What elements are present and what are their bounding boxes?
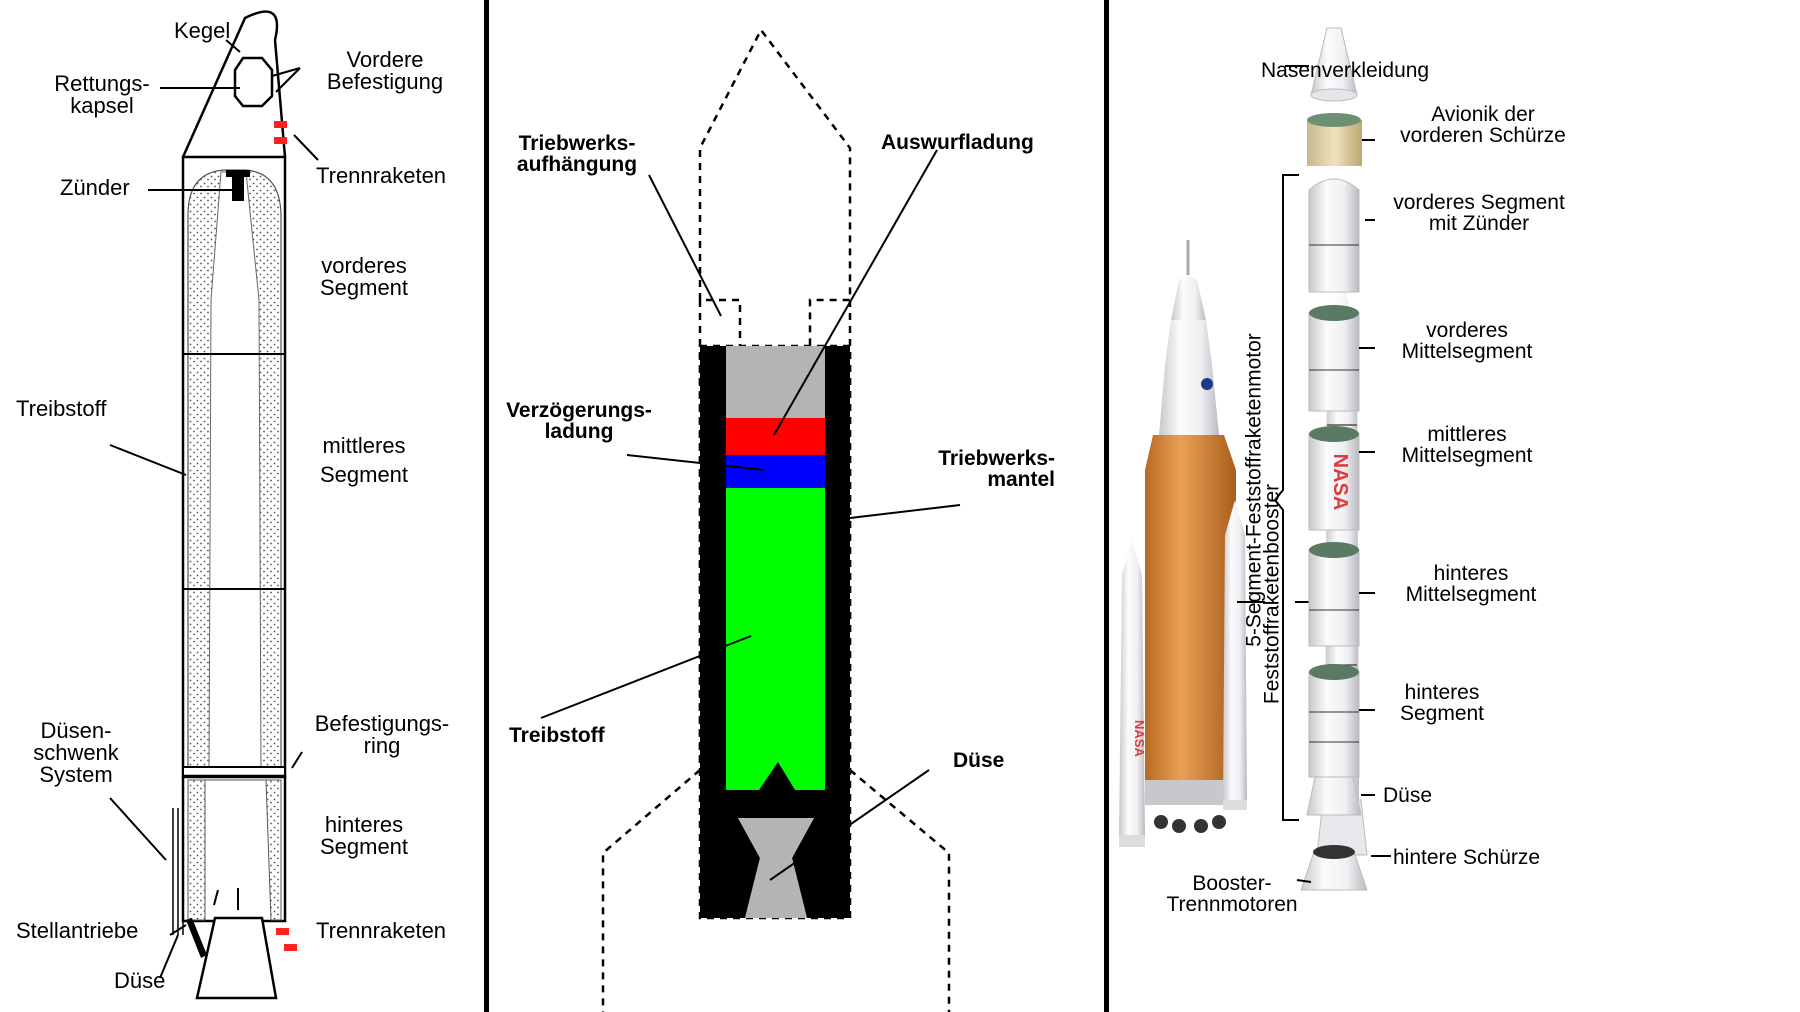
separation-rocket bbox=[276, 928, 289, 935]
label-stellantriebe: Stellantriebe bbox=[16, 918, 139, 943]
ejection-charge bbox=[726, 418, 825, 455]
label-booster-vertical: Feststoffraketenbooster bbox=[1260, 483, 1284, 705]
divider-right bbox=[1104, 0, 1109, 1012]
label-kegel: Kegel bbox=[174, 18, 231, 43]
part-nozzle bbox=[1306, 776, 1362, 816]
label-duese-right: Düse bbox=[1383, 784, 1433, 807]
part-center-center bbox=[1308, 433, 1360, 531]
escape-capsule bbox=[233, 56, 274, 108]
actuator bbox=[186, 918, 207, 958]
rocket-outline-dashed bbox=[601, 27, 951, 1012]
label-nasenverkleidung: Nasenverkleidung bbox=[1261, 59, 1430, 82]
label-booster-trennmotoren: Booster-Trennmotoren bbox=[1166, 872, 1298, 916]
svg-text:NASA: NASA bbox=[1132, 720, 1147, 757]
panel-middle-engine-section: Triebwerks-aufhängung Auswurfladung Verz… bbox=[489, 0, 1104, 1012]
middle-engine-diagram bbox=[540, 27, 961, 1012]
separation-rocket bbox=[274, 137, 287, 144]
panel-right-sls-booster: NASA NASA bbox=[1109, 0, 1800, 1012]
nozzle-shape bbox=[195, 916, 278, 1000]
motor-bracket bbox=[1273, 174, 1299, 821]
divider-left bbox=[484, 0, 489, 1012]
separation-rocket bbox=[274, 121, 287, 128]
label-duese-mid: Düse bbox=[953, 749, 1005, 772]
central-bore bbox=[208, 171, 262, 776]
svg-text:NASA: NASA bbox=[1329, 454, 1351, 511]
part-avionics bbox=[1307, 120, 1362, 166]
right-sls-illustration: NASA NASA bbox=[1119, 27, 1391, 891]
part-forward-segment bbox=[1308, 178, 1360, 293]
part-aft-center bbox=[1308, 549, 1360, 647]
label-treibstoff-mid: Treibstoff bbox=[509, 724, 605, 747]
propellant bbox=[726, 488, 825, 790]
separation-rocket bbox=[284, 944, 297, 951]
label-auswurfladung: Auswurfladung bbox=[881, 131, 1034, 154]
part-aft-segment bbox=[1308, 671, 1360, 778]
label-trennraketen-top: Trennraketen bbox=[316, 163, 447, 188]
label-rettungskapsel: Rettungs-kapsel bbox=[54, 71, 150, 118]
sls-stack: NASA bbox=[1119, 240, 1247, 847]
attach-ring bbox=[182, 766, 286, 777]
label-triebwerksmantel: Triebwerks-mantel bbox=[938, 447, 1055, 491]
label-befestigungsring: Befestigungs-ring bbox=[314, 711, 450, 758]
nozzle bbox=[726, 762, 825, 918]
label-trennraketen-bottom: Trennraketen bbox=[316, 918, 447, 943]
igniter bbox=[232, 170, 244, 201]
label-treibstoff: Treibstoff bbox=[16, 396, 107, 421]
delay-charge bbox=[726, 455, 825, 488]
label-triebwerksaufhaengung: Triebwerks-aufhängung bbox=[516, 132, 638, 176]
label-zuender: Zünder bbox=[60, 175, 130, 200]
exploded-booster-parts: NASA bbox=[1300, 27, 1368, 891]
label-verzoegerungsladung: Verzögerungs-ladung bbox=[506, 399, 652, 443]
part-forward-center bbox=[1308, 312, 1360, 412]
label-duese: Düse bbox=[114, 968, 166, 993]
label-hintere-schuerze: hintere Schürze bbox=[1393, 846, 1541, 869]
left-rocket-schematic bbox=[109, 10, 319, 1000]
igniter-cap bbox=[226, 170, 250, 177]
